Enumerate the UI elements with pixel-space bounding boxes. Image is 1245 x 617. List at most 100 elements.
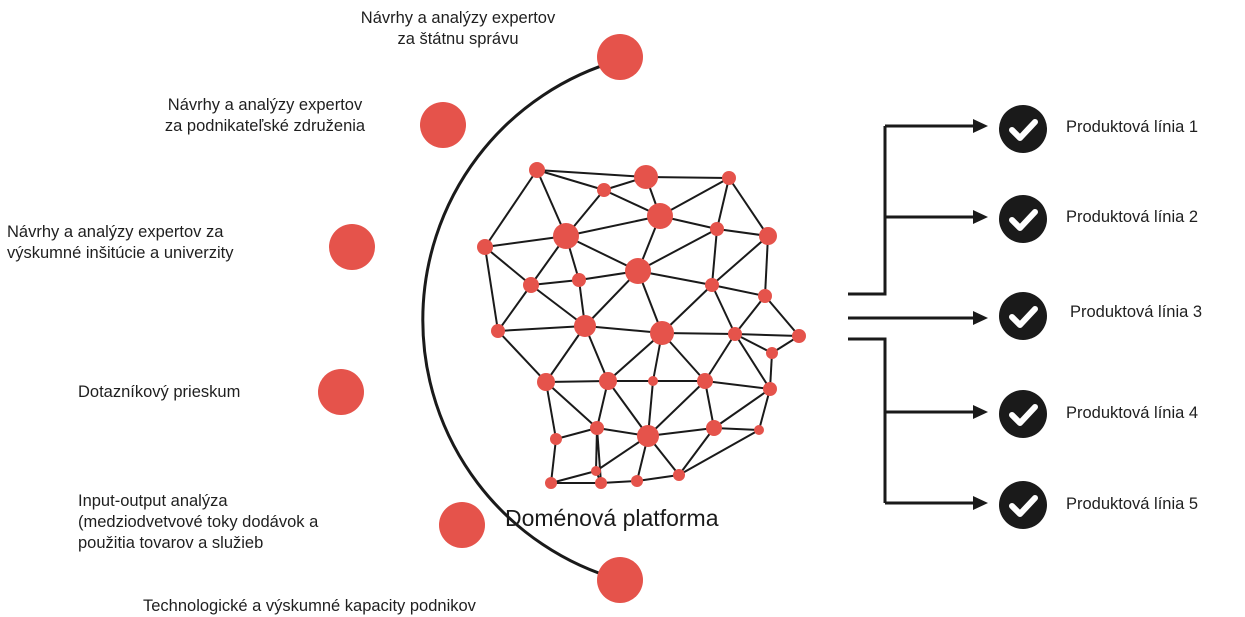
network-edge bbox=[758, 388, 771, 431]
network-edge bbox=[764, 235, 769, 297]
input-label-4: Dotazníkový prieskum bbox=[78, 383, 241, 401]
bracket-lower bbox=[848, 337, 887, 503]
network-node bbox=[792, 329, 806, 343]
network-node bbox=[697, 373, 713, 389]
network-edge bbox=[550, 470, 597, 484]
input-nodes bbox=[318, 34, 643, 603]
network-edge bbox=[484, 235, 567, 248]
network-edge bbox=[711, 235, 769, 286]
arrowhead-5 bbox=[973, 496, 988, 510]
input-node-1 bbox=[597, 34, 643, 80]
network-node bbox=[706, 420, 722, 436]
network-node bbox=[766, 347, 778, 359]
network-node bbox=[625, 258, 651, 284]
network-edge bbox=[497, 325, 586, 332]
network-node bbox=[710, 222, 724, 236]
network-edge bbox=[734, 295, 766, 335]
arrowhead-2 bbox=[973, 210, 988, 224]
network-edge bbox=[734, 333, 800, 337]
network-edge bbox=[555, 427, 598, 440]
bracket-upper bbox=[848, 126, 887, 296]
network-node bbox=[648, 376, 658, 386]
network-node bbox=[637, 425, 659, 447]
network-edge bbox=[637, 228, 718, 272]
input-node-6 bbox=[597, 557, 643, 603]
network-edge bbox=[711, 284, 736, 335]
network-edge bbox=[497, 330, 547, 383]
network-edge bbox=[484, 246, 532, 286]
network-node bbox=[763, 382, 777, 396]
network-node bbox=[529, 162, 545, 178]
network-edge bbox=[659, 177, 730, 217]
network-edge bbox=[728, 177, 769, 237]
network-edge bbox=[565, 215, 661, 237]
network-node bbox=[590, 421, 604, 435]
input-node-4 bbox=[318, 369, 364, 415]
network-node bbox=[758, 289, 772, 303]
network-node bbox=[597, 183, 611, 197]
network-edge bbox=[545, 381, 598, 429]
network-edge bbox=[704, 380, 771, 390]
output-checks bbox=[999, 105, 1047, 529]
output-connectors bbox=[848, 124, 978, 505]
network-edge bbox=[704, 333, 736, 382]
network-node bbox=[759, 227, 777, 245]
network-node bbox=[572, 273, 586, 287]
network-node bbox=[550, 433, 562, 445]
input-node-3 bbox=[329, 224, 375, 270]
output-label-4: Produktová línia 4 bbox=[1066, 404, 1199, 422]
network-edge bbox=[713, 388, 771, 429]
input-label-2: Návrhy a analýzy expertov za podnikateľs… bbox=[164, 96, 366, 135]
input-node-5 bbox=[439, 502, 485, 548]
arrowhead-1 bbox=[973, 119, 988, 133]
network-node bbox=[553, 223, 579, 249]
input-label-6: Technologické a výskumné kapacity podnik… bbox=[143, 597, 476, 615]
input-label-3: Návrhy a analýzy expertov za výskumné in… bbox=[7, 223, 234, 262]
check-circle-icon bbox=[999, 481, 1047, 529]
network-node bbox=[705, 278, 719, 292]
network-node bbox=[631, 475, 643, 487]
network-edge bbox=[530, 279, 580, 286]
network-node bbox=[574, 315, 596, 337]
input-node-2 bbox=[420, 102, 466, 148]
input-label-1: Návrhy a analýzy expertov za štátnu sprá… bbox=[360, 9, 556, 48]
network-edge bbox=[497, 284, 532, 332]
network-edge bbox=[536, 169, 647, 178]
output-label-2: Produktová línia 2 bbox=[1066, 208, 1199, 226]
network-node bbox=[545, 477, 557, 489]
output-label-1: Produktová línia 1 bbox=[1066, 118, 1199, 136]
arrowhead-3 bbox=[973, 311, 988, 325]
network-edge bbox=[536, 169, 605, 191]
network-node bbox=[728, 327, 742, 341]
network-edge bbox=[734, 333, 771, 390]
network-node bbox=[595, 477, 607, 489]
network-edge bbox=[545, 380, 609, 383]
network-edge bbox=[565, 235, 639, 272]
input-arc bbox=[421, 58, 621, 582]
arrowheads bbox=[973, 119, 988, 510]
network-edge bbox=[596, 427, 602, 484]
network-edge bbox=[636, 474, 680, 482]
network-edge bbox=[711, 284, 766, 297]
network-node bbox=[634, 165, 658, 189]
network-node bbox=[537, 373, 555, 391]
network-edge bbox=[661, 332, 736, 335]
network-edge bbox=[545, 325, 586, 383]
network-edge bbox=[645, 176, 730, 179]
platform-label: Doménová platforma bbox=[505, 505, 719, 531]
network-node bbox=[722, 171, 736, 185]
check-circle-icon bbox=[999, 105, 1047, 153]
network-edge bbox=[678, 429, 760, 476]
network-node bbox=[491, 324, 505, 338]
output-label-3: Produktová línia 3 bbox=[1070, 303, 1203, 321]
network-node bbox=[673, 469, 685, 481]
network-edge bbox=[711, 228, 718, 286]
network-node bbox=[754, 425, 764, 435]
output-label-5: Produktová línia 5 bbox=[1066, 495, 1199, 513]
network-head-icon bbox=[477, 162, 806, 489]
network-edge bbox=[550, 438, 557, 484]
network-edge bbox=[647, 427, 715, 437]
check-circle-icon bbox=[999, 292, 1047, 340]
